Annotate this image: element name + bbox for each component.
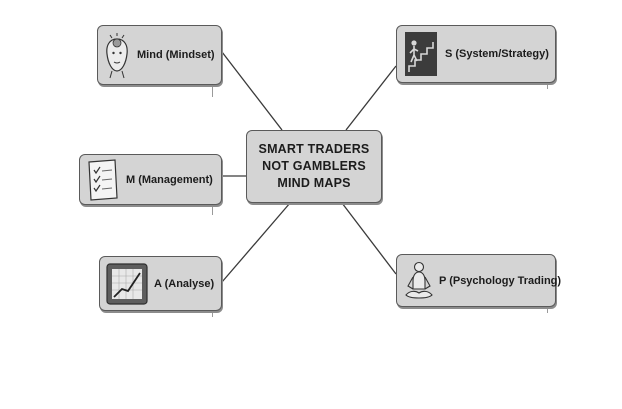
chart-icon (106, 262, 148, 305)
branch-system-label: S (System/Strategy) (445, 48, 549, 60)
stairs-climber-icon (405, 32, 437, 76)
checklist-icon (88, 158, 118, 201)
branch-management-node[interactable]: M (Management) (79, 154, 222, 205)
scan-artifact (212, 311, 213, 317)
thinking-head-icon (106, 33, 128, 79)
connector-psychology (341, 202, 397, 275)
connector-mind (221, 51, 283, 131)
branch-analyse-node[interactable]: A (Analyse) (99, 256, 222, 311)
branch-analyse-label: A (Analyse) (154, 277, 215, 290)
branch-mind-node[interactable]: Mind (Mindset) (97, 25, 222, 85)
scan-artifact (212, 85, 213, 97)
central-topic-title: SMART TRADERS NOT GAMBLERS MIND MAPS (259, 141, 370, 192)
branch-psychology-node[interactable]: P (Psychology Trading) (396, 254, 561, 307)
branch-system-node[interactable]: S (System/Strategy) (396, 25, 556, 83)
scan-artifact (547, 307, 548, 313)
scan-artifact (212, 205, 213, 215)
meditation-icon (405, 261, 433, 299)
central-topic-line-1: SMART TRADERS (258, 142, 370, 156)
branch-management-label: M (Management) (126, 173, 213, 186)
branch-mind-label: Mind (Mindset) (137, 49, 215, 61)
central-topic-node[interactable]: SMART TRADERS NOT GAMBLERS MIND MAPS (246, 130, 382, 203)
branch-psychology-label: P (Psychology Trading) (439, 274, 562, 287)
connector-analyse (221, 202, 291, 283)
central-topic-line-2: NOT GAMBLERS (262, 159, 366, 173)
connector-system (345, 65, 397, 131)
central-topic-line-3: MIND MAPS (277, 176, 351, 190)
scan-artifact (547, 83, 548, 89)
